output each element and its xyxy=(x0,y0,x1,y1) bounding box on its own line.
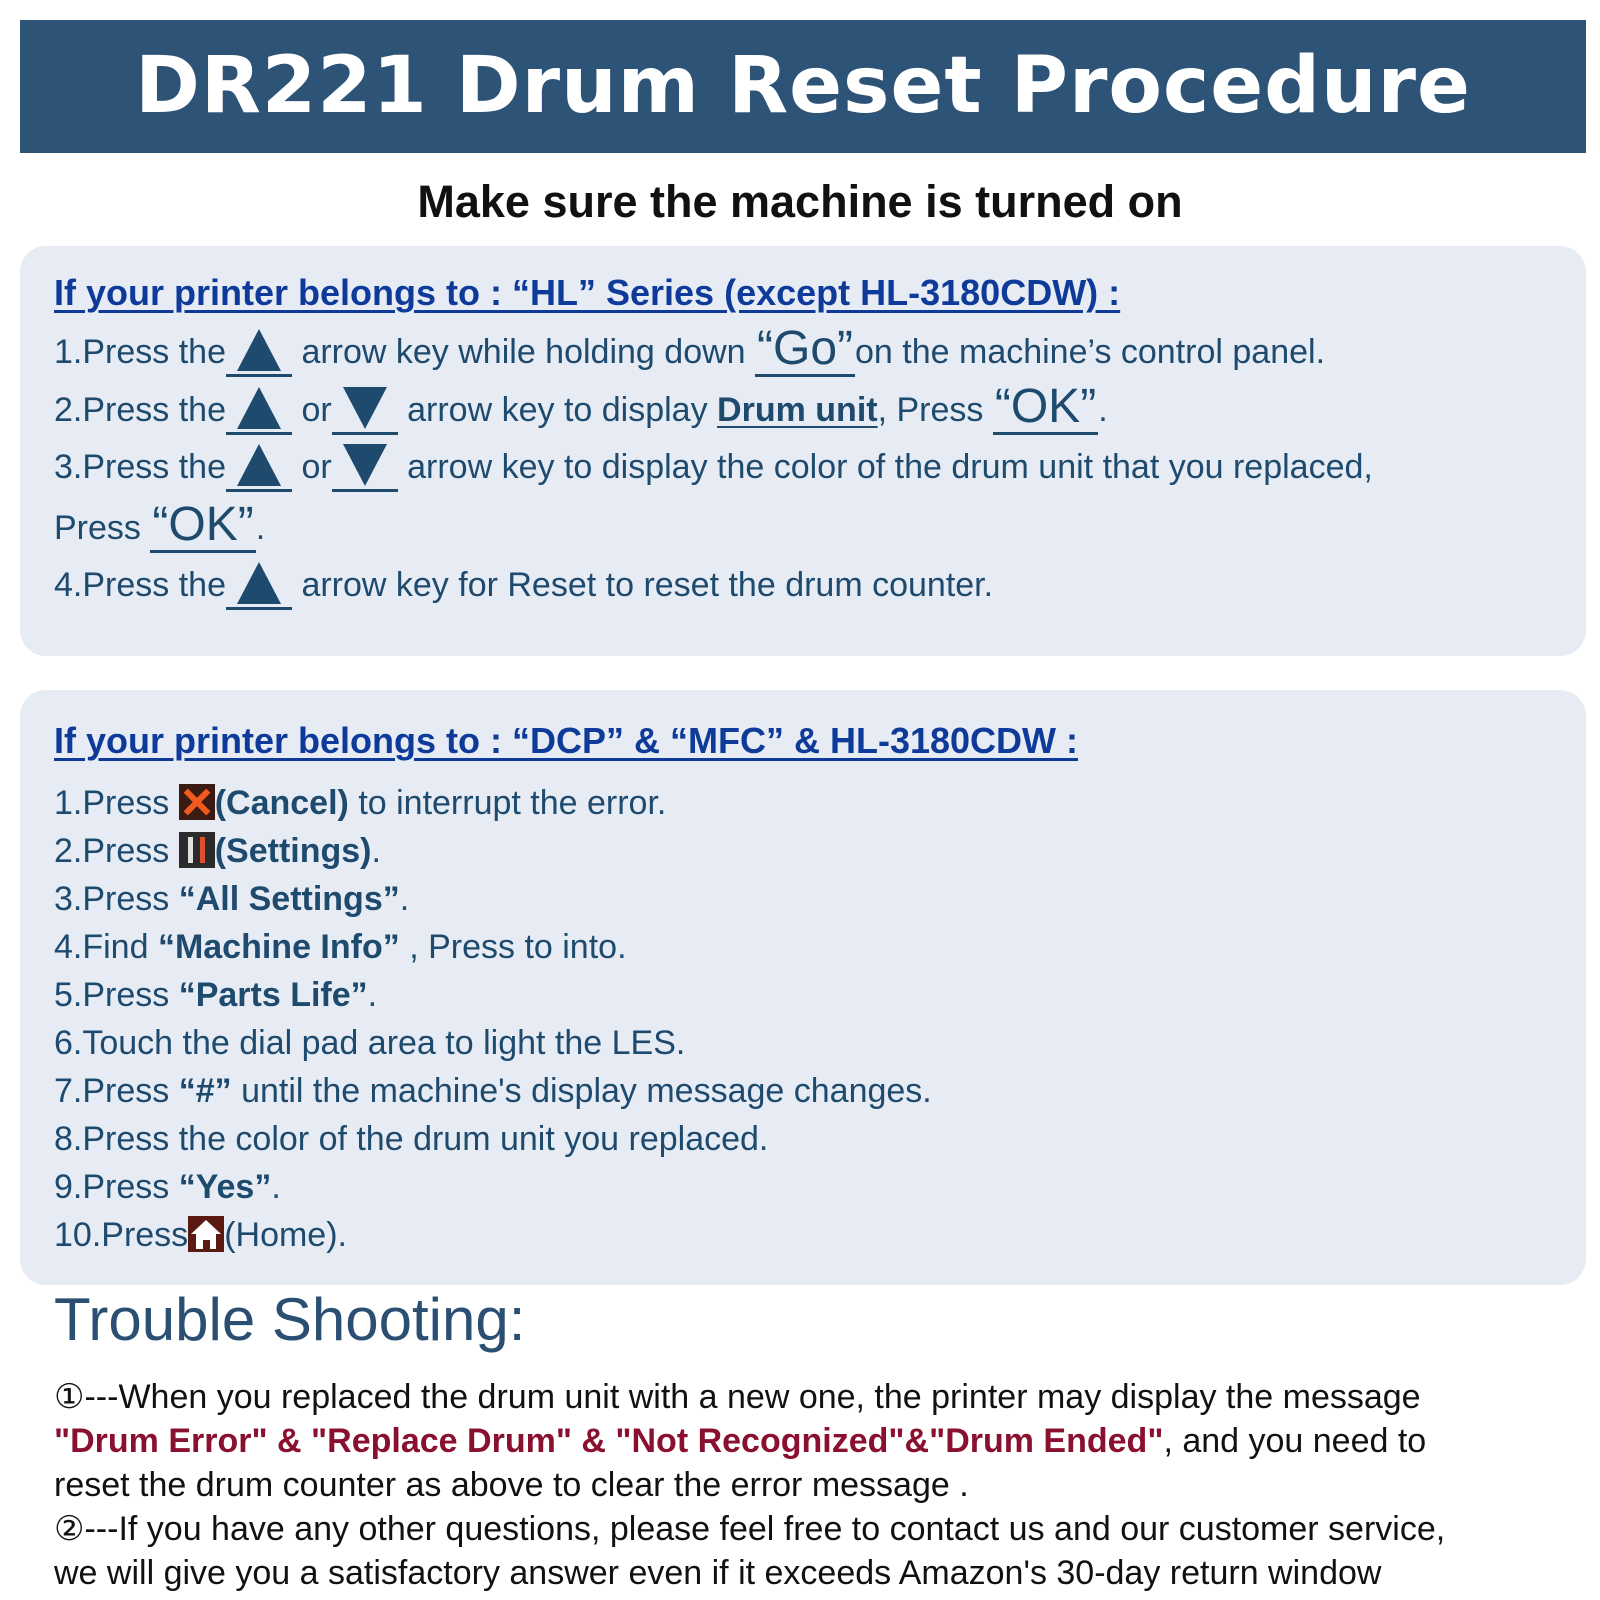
ok-key-label: “OK” xyxy=(992,380,1099,435)
troubleshooting-title: Trouble Shooting: xyxy=(54,1286,526,1353)
hl-step-1: 1.Press the arrow key while holding down… xyxy=(54,322,1326,377)
hl-series-panel: If your printer belongs to : “HL” Series… xyxy=(20,246,1586,656)
dcp-step-3: 3.Press “All Settings”. xyxy=(54,880,410,918)
troubleshooting-line-1: ①---When you replaced the drum unit with… xyxy=(54,1378,1421,1416)
hl-step-3: 3.Press the or arrow key to display the … xyxy=(54,442,1373,492)
dcp-step-8: 8.Press the color of the drum unit you r… xyxy=(54,1120,769,1158)
hl-step-4: 4.Press the arrow key for Reset to reset… xyxy=(54,560,993,610)
up-arrow-icon xyxy=(225,327,292,377)
hl-series-heading: If your printer belongs to : “HL” Series… xyxy=(54,272,1121,313)
dcp-step-9: 9.Press “Yes”. xyxy=(54,1168,281,1206)
drum-unit-label: Drum unit xyxy=(717,391,878,429)
hl-step-2: 2.Press the or arrow key to display Drum… xyxy=(54,380,1108,435)
dcp-step-2: 2.Press (Settings). xyxy=(54,832,381,870)
subtitle: Make sure the machine is turned on xyxy=(417,176,1183,227)
troubleshooting-line-3: reset the drum counter as above to clear… xyxy=(54,1466,969,1504)
troubleshooting-line-4: ②---If you have any other questions, ple… xyxy=(54,1510,1446,1548)
dcp-step-7: 7.Press “#” until the machine's display … xyxy=(54,1072,932,1110)
dcp-mfc-panel: If your printer belongs to : “DCP” & “MF… xyxy=(20,690,1586,1285)
settings-icon xyxy=(178,832,215,868)
up-arrow-icon xyxy=(225,560,292,610)
up-arrow-icon xyxy=(225,385,292,435)
home-icon xyxy=(188,1216,225,1252)
dcp-step-5: 5.Press “Parts Life”. xyxy=(54,976,378,1014)
dcp-step-4: 4.Find “Machine Info” , Press to into. xyxy=(54,928,627,966)
troubleshooting-line-5: we will give you a satisfactory answer e… xyxy=(54,1554,1382,1592)
down-arrow-icon xyxy=(331,442,398,492)
dcp-step-6: 6.Touch the dial pad area to light the L… xyxy=(54,1024,686,1062)
cancel-icon xyxy=(178,784,215,820)
troubleshooting-line-2: "Drum Error" & "Replace Drum" & "Not Rec… xyxy=(54,1422,1427,1460)
page-title: DR221 Drum Reset Procedure xyxy=(20,20,1586,153)
error-messages: "Drum Error" & "Replace Drum" & "Not Rec… xyxy=(54,1422,1164,1460)
dcp-step-10: 10.Press(Home). xyxy=(54,1216,347,1254)
ok-key-label: “OK” xyxy=(150,498,256,553)
down-arrow-icon xyxy=(331,385,398,435)
go-key-label: “Go” xyxy=(755,322,856,377)
hl-step-3-continued: Press “OK”. xyxy=(54,498,266,553)
dcp-step-1: 1.Press (Cancel) to interrupt the error. xyxy=(54,784,667,822)
dcp-mfc-heading: If your printer belongs to : “DCP” & “MF… xyxy=(54,720,1079,761)
up-arrow-icon xyxy=(225,442,292,492)
